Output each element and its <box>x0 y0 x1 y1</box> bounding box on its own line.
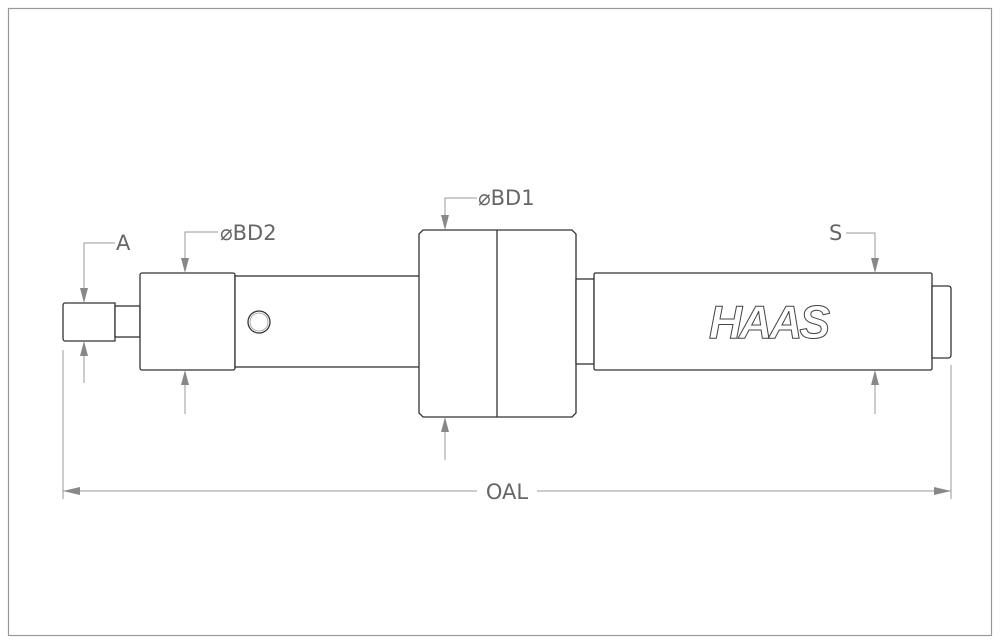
haas-logo: HAAS <box>709 296 831 348</box>
dimension-a: A <box>80 231 131 383</box>
drawing-border <box>7 7 993 637</box>
dimension-bd1: ⌀BD1 <box>441 186 535 460</box>
pilot-end-left <box>62 302 116 342</box>
label-s: S <box>829 221 842 245</box>
arrow-left-icon <box>63 487 80 495</box>
set-screw-hole-inner <box>249 312 269 332</box>
neck-left <box>114 305 141 338</box>
arrow-right-icon <box>934 487 951 495</box>
tool-holder-part: HAAS <box>62 229 952 418</box>
bd2-body <box>139 272 236 371</box>
arrow-down-icon <box>871 258 879 273</box>
label-bd2: ⌀BD2 <box>220 221 277 245</box>
pilot-end-right <box>931 285 952 359</box>
arrow-up-icon <box>871 370 879 385</box>
dimension-bd2: ⌀BD2 <box>181 221 277 414</box>
label-a: A <box>116 231 131 255</box>
arrow-down-icon <box>441 215 449 230</box>
label-oal: OAL <box>486 480 529 504</box>
arrow-down-icon <box>80 288 88 303</box>
set-screw-hole <box>247 310 271 334</box>
label-bd1: ⌀BD1 <box>478 186 535 210</box>
arrow-up-icon <box>80 341 88 356</box>
dimension-s: S <box>829 221 879 414</box>
arrow-down-icon <box>181 258 189 273</box>
neck-right <box>575 278 595 365</box>
arrow-up-icon <box>181 370 189 385</box>
arrow-up-icon <box>441 417 449 432</box>
dimension-oal: OAL <box>62 350 952 504</box>
